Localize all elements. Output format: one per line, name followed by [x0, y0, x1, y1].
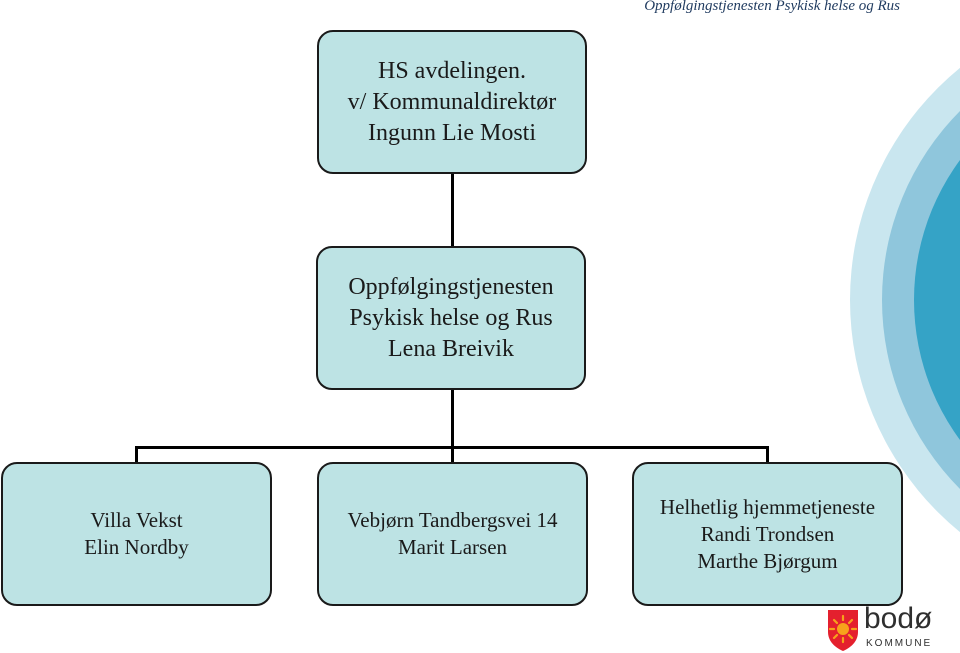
connector-middle-bus: [451, 390, 454, 448]
logo-subtitle: KOMMUNE: [866, 638, 933, 649]
unit-2-line-1: Vebjørn Tandbergsvei 14: [347, 508, 558, 532]
org-box-unit-2: Vebjørn Tandbergsvei 14 Marit Larsen: [317, 462, 588, 606]
org-box-unit-1: Villa Vekst Elin Nordby: [1, 462, 272, 606]
connector-drop-center: [451, 446, 454, 462]
bodo-kommune-logo: bodø KOMMUNE: [826, 602, 956, 653]
arc-inner: [914, 160, 960, 440]
org-middle-line-2: Psykisk helse og Rus: [349, 304, 553, 331]
shield-sun-icon: [828, 610, 858, 651]
unit-3-line-1: Helhetlig hjemmetjeneste: [659, 494, 876, 519]
org-box-middle: Oppfølgingstjenesten Psykisk helse og Ru…: [316, 246, 586, 390]
connector-top-middle: [451, 174, 454, 246]
unit-3-line-3: Marthe Bjørgum: [697, 548, 838, 573]
org-middle-line-3: Lena Breivik: [388, 335, 514, 362]
connector-drop-right: [766, 446, 769, 462]
page-header-title: Oppfølgingstjenesten Psykisk helse og Ru…: [644, 0, 900, 14]
org-middle-line-1: Oppfølgingstjenesten: [348, 273, 554, 300]
org-top-line-2: v/ Kommunaldirektør: [347, 88, 557, 115]
unit-1-line-2: Elin Nordby: [84, 535, 189, 559]
org-box-unit-3: Helhetlig hjemmetjeneste Randi Trondsen …: [632, 462, 903, 606]
unit-3-line-2: Randi Trondsen: [700, 521, 835, 546]
unit-2-line-2: Marit Larsen: [397, 535, 508, 559]
connector-drop-left: [135, 446, 138, 462]
logo-wordmark: bodø: [864, 602, 933, 635]
unit-1-line-1: Villa Vekst: [90, 508, 183, 532]
org-box-top: HS avdelingen. v/ Kommunaldirektør Ingun…: [317, 30, 587, 174]
org-top-line-1: HS avdelingen.: [378, 57, 526, 84]
org-top-line-3: Ingunn Lie Mosti: [368, 119, 536, 146]
